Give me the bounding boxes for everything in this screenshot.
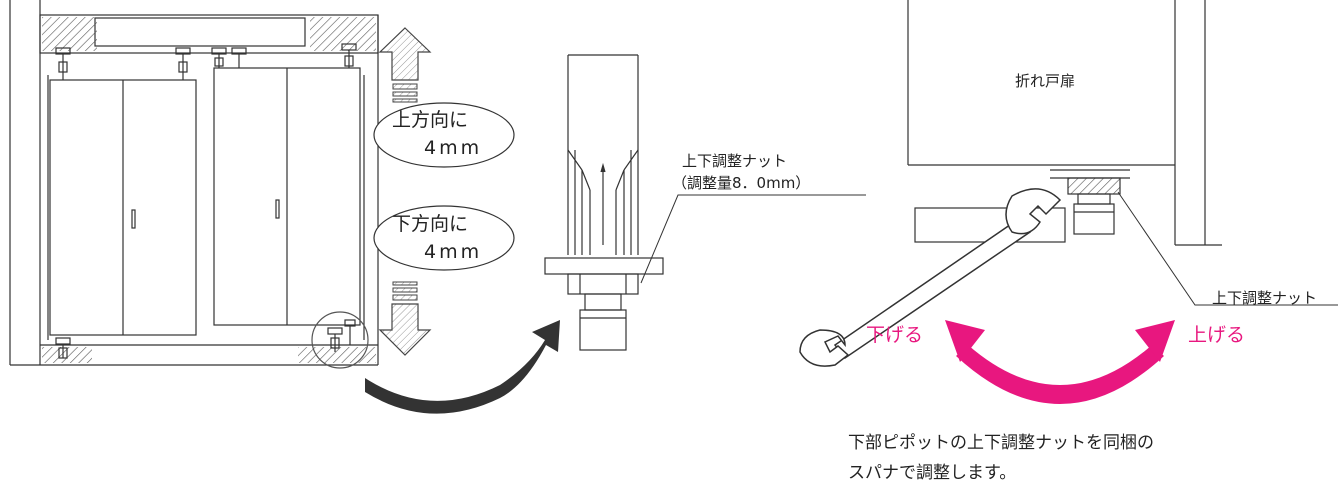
down-arrow-icon (378, 281, 432, 356)
middle-nut-amount: （調整量8．0mm） (672, 174, 811, 192)
detail-circle (311, 311, 369, 369)
middle-nut-label: 上下調整ナット (682, 152, 788, 170)
up-bubble (373, 102, 515, 168)
curved-arrow-black-icon (365, 320, 560, 414)
up-bubble-line1: 上方向に (392, 109, 469, 131)
door-side-view (907, 0, 1222, 246)
instruction-line1: 下部ピポットの上下調整ナットを同梱の (848, 433, 1154, 453)
nut-leader-line (640, 194, 866, 284)
right-nut-label: 上下調整ナット (1212, 289, 1318, 307)
down-bubble-line2: 4mm (424, 241, 483, 263)
door-label: 折れ戸扉 (1015, 72, 1076, 90)
raise-label: 上げる (1188, 324, 1246, 346)
up-bubble-line2: 4mm (424, 137, 483, 159)
wrench-icon (799, 188, 1062, 367)
lower-label: 下げる (866, 324, 924, 346)
pink-double-arrow-icon (945, 320, 1175, 404)
pivot-detail (544, 54, 664, 351)
down-bubble (373, 205, 515, 271)
down-bubble-line1: 下方向に (392, 213, 469, 235)
right-nut-leader-line (1117, 191, 1338, 306)
instruction-line2: スパナで調整します。 (848, 463, 1017, 483)
cabinet-front-view (9, 0, 379, 369)
up-arrow-icon (378, 27, 432, 103)
